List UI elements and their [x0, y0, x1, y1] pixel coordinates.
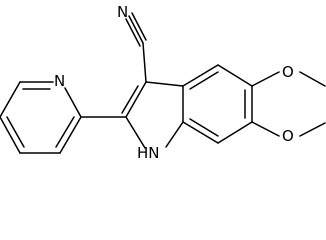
indole-c3a-c3-bond — [145, 81, 184, 87]
indole-c2-n1-bond — [125, 116, 146, 149]
benzene-c6-c7-bond — [217, 121, 253, 144]
benzene-c3a-c4-double-bond — [189, 71, 219, 90]
benzene-c7-c7a-bond — [182, 121, 219, 144]
upper-methoxy-oxygen-label: O — [282, 63, 294, 81]
pyridine-n-c2-bond — [64, 87, 82, 118]
upper-methoxy-methyl-bond — [299, 71, 326, 87]
indole-n1-c7a-bond — [165, 121, 184, 148]
nitrile-triple-bond-1 — [125, 18, 141, 47]
indole-nh-label: HN — [137, 144, 160, 162]
pyridine-c5-c6-bond — [0, 81, 21, 118]
indole-c3-c2-double-bond — [121, 85, 139, 114]
benzene-c4-c5-bond — [217, 64, 253, 87]
nitrile-nitrogen-label: N — [117, 3, 128, 21]
nitrile-triple-bond-3 — [131, 12, 147, 41]
benzene-c7-c7a-double-bond — [189, 118, 219, 137]
chemical-structure-diagram: N N HN O O — [0, 3, 326, 162]
pyridine-c4-c5-double-bond — [6, 116, 25, 148]
nitrile-triple-bond-2 — [128, 15, 144, 44]
pyridine-c2-c3-bond — [59, 116, 82, 154]
pyridine-nitrogen-label: N — [54, 72, 65, 90]
upper-methoxy-oxygen-bond — [251, 71, 280, 87]
lower-methoxy-oxygen-bond — [251, 121, 280, 137]
nitrile-carbon-bond — [142, 42, 147, 83]
indole-c3-c2-bond — [125, 81, 147, 118]
lower-methoxy-methyl-bond — [299, 122, 326, 137]
lower-methoxy-oxygen-label: O — [282, 127, 294, 145]
benzene-c3a-c4-bond — [182, 64, 219, 87]
molecule-drawing: N N HN O O — [0, 3, 326, 162]
pyridine-c4-c5-bond — [0, 116, 21, 154]
pyridine-c2-c3-double-bond — [55, 116, 75, 148]
